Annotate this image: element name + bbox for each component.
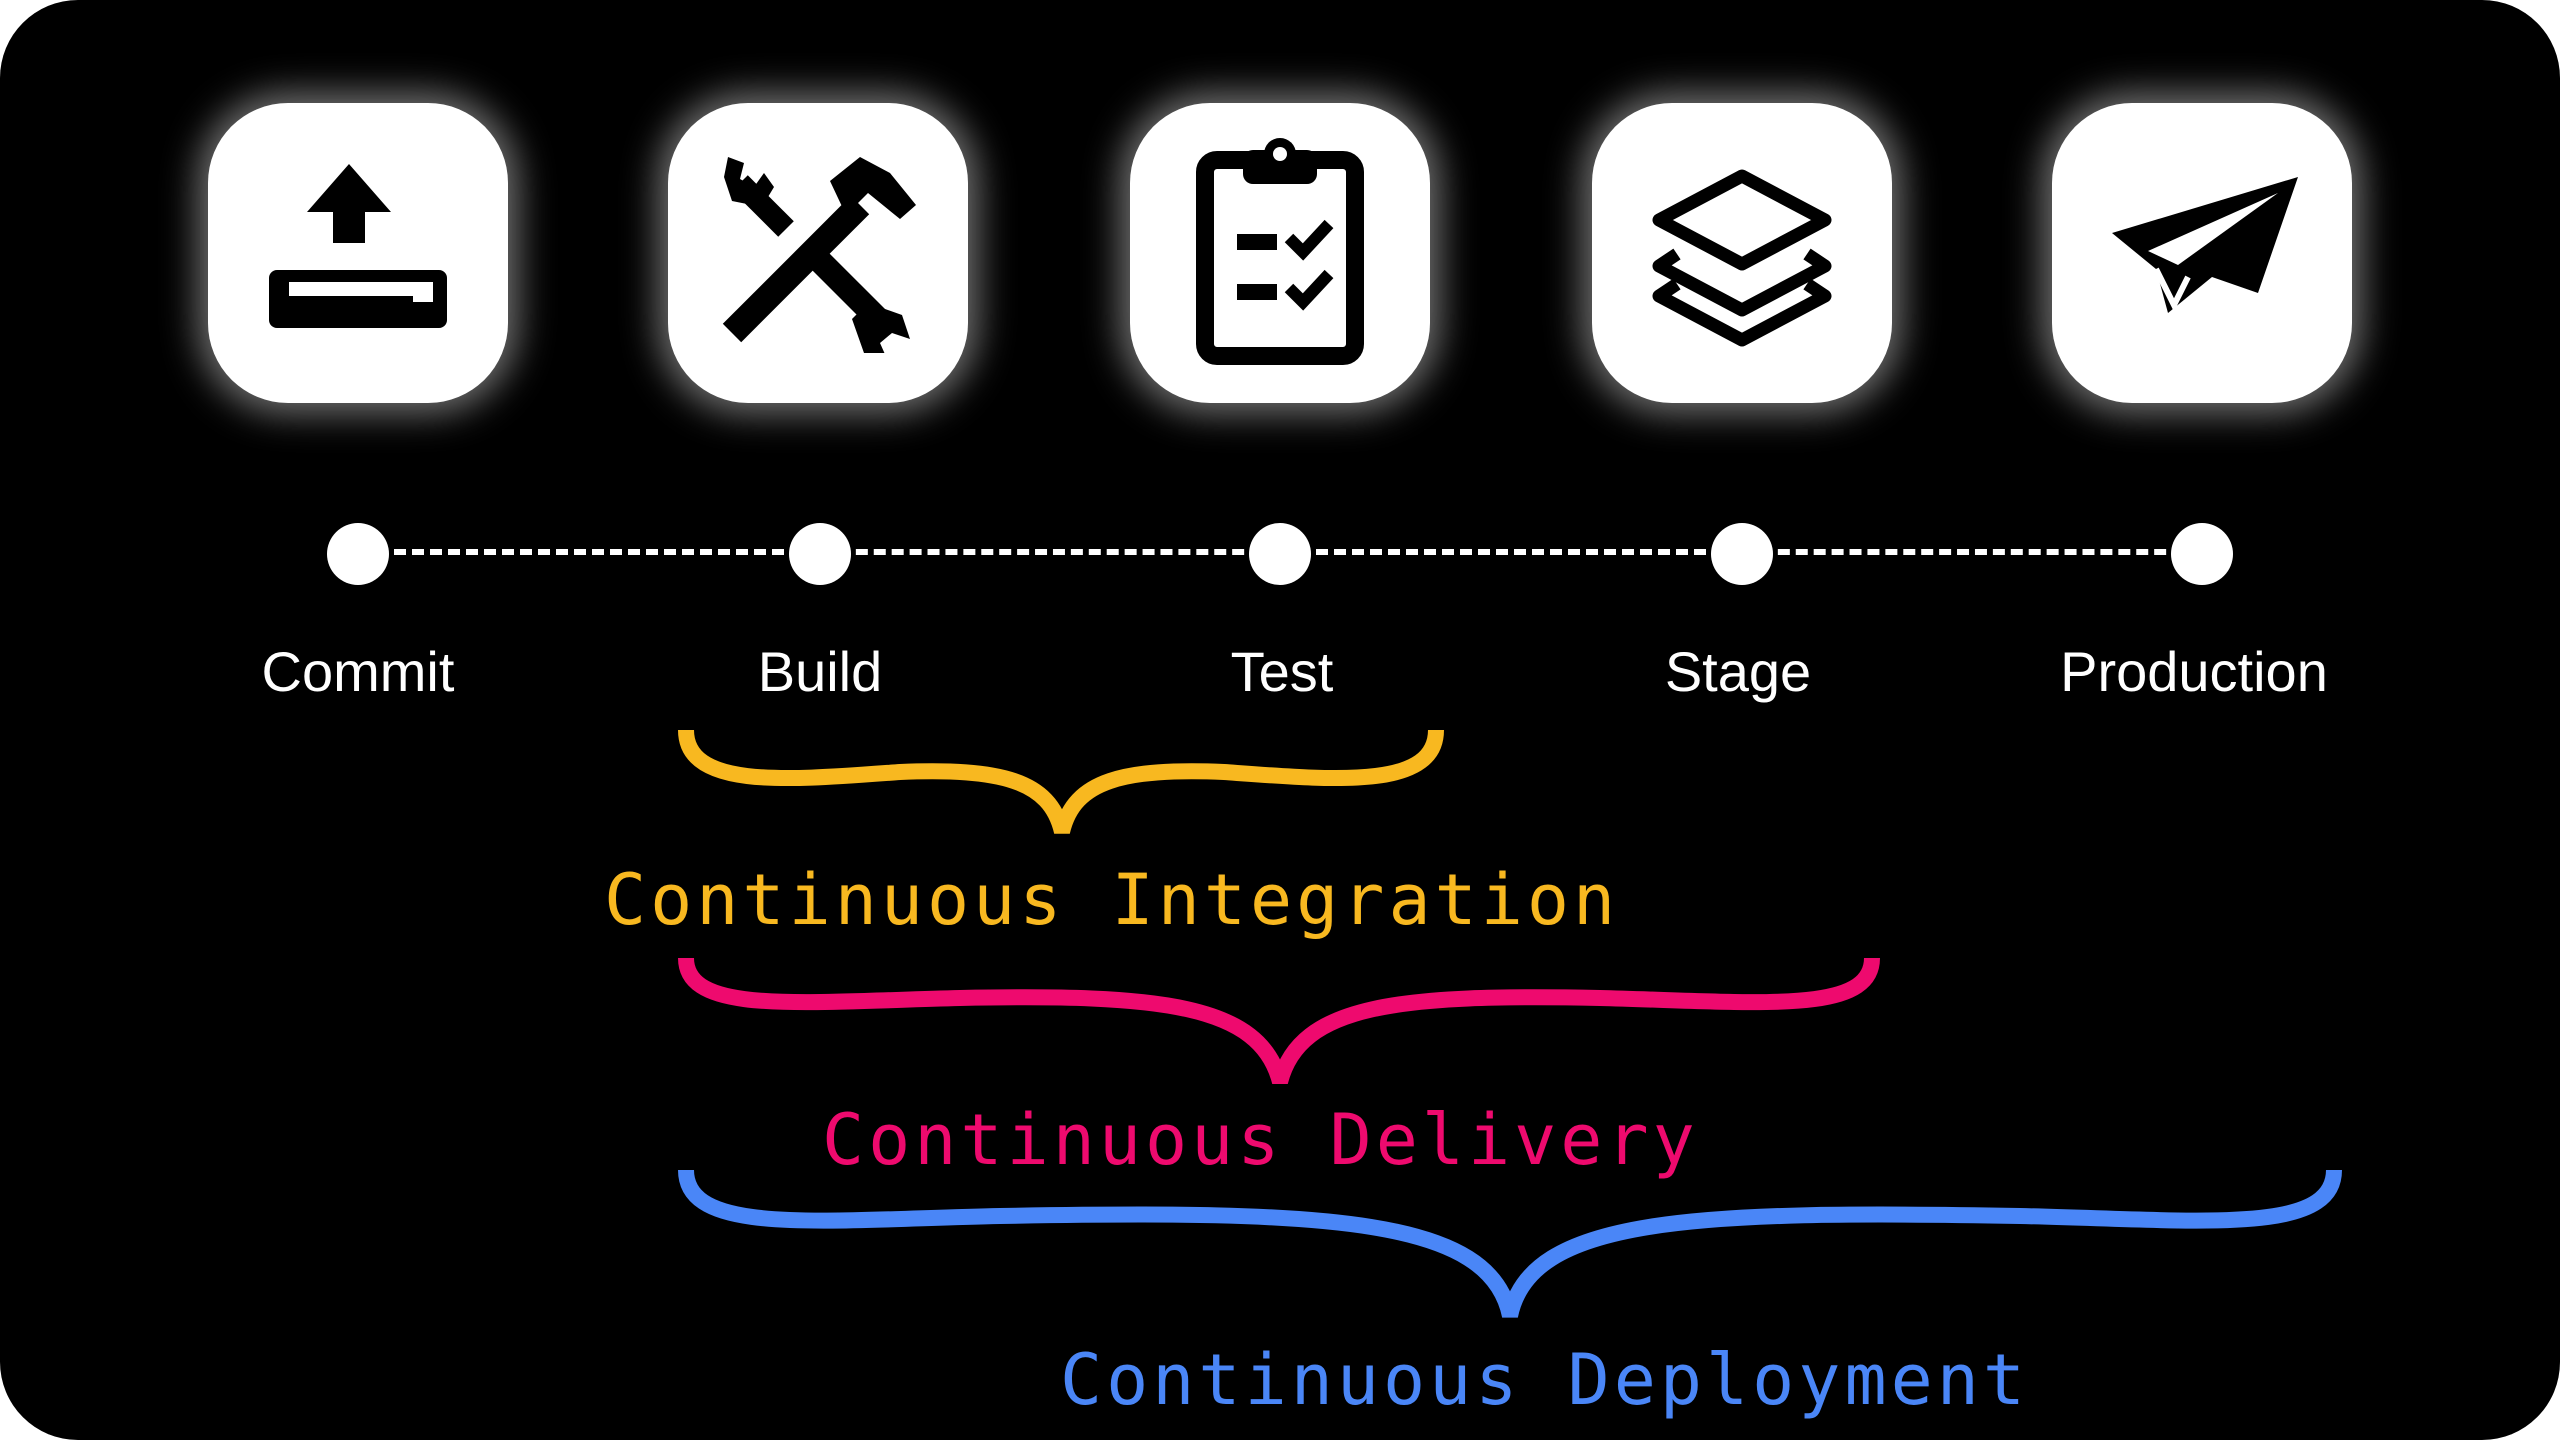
stage-label-build: Build (757, 640, 883, 703)
production-dot (2171, 523, 2233, 585)
commit-tile (208, 103, 508, 403)
stage-dot (1711, 523, 1773, 585)
stage-label-production: Production (2060, 640, 2328, 703)
brace-continuous-integration (678, 729, 1444, 835)
build-dot (789, 523, 851, 585)
brace-continuous-deployment (678, 1169, 2342, 1318)
stage-label-test: Test (1230, 640, 1334, 703)
paper-plane-icon (2112, 177, 2298, 313)
upload-tray-icon (269, 164, 447, 328)
build-tile (668, 103, 968, 403)
commit-dot (327, 523, 389, 585)
test-dot (1249, 523, 1311, 585)
connector-line (358, 549, 820, 555)
tools-icon (722, 157, 916, 353)
label-continuous-integration: Continuous Integration (604, 859, 1620, 941)
layers-icon (1652, 169, 1832, 347)
label-continuous-deployment: Continuous Deployment (1060, 1339, 2030, 1421)
production-tile (2052, 103, 2352, 403)
connector-line (1280, 549, 1742, 555)
label-continuous-delivery: Continuous Delivery (822, 1099, 1699, 1181)
connector-line (820, 549, 1280, 555)
connector-line (1742, 549, 2202, 555)
clipboard-checklist-icon (1196, 138, 1364, 365)
brace-continuous-delivery (678, 957, 1880, 1085)
test-tile (1130, 103, 1430, 403)
stage-label-commit: Commit (261, 640, 455, 703)
stage-tile (1592, 103, 1892, 403)
stage-label-stage: Stage (1664, 640, 1812, 703)
